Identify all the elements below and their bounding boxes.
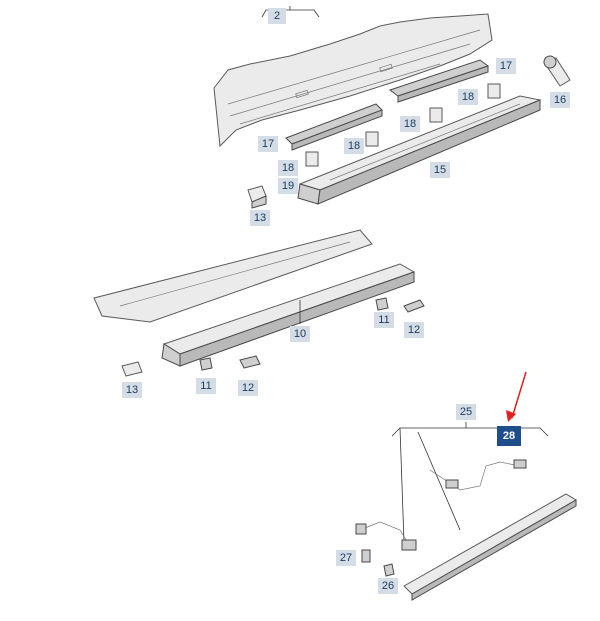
svg-text:18: 18 — [282, 162, 294, 174]
svg-text:28: 28 — [503, 430, 515, 442]
svg-text:25: 25 — [460, 406, 472, 418]
callout-28: 28 — [497, 426, 521, 446]
svg-text:10: 10 — [294, 328, 306, 340]
svg-text:18: 18 — [462, 91, 474, 103]
svg-text:18: 18 — [348, 140, 360, 152]
grommet-11-a — [375, 297, 389, 311]
callout-26: 26 — [378, 578, 398, 594]
svg-text:26: 26 — [382, 580, 394, 592]
svg-text:15: 15 — [434, 164, 446, 176]
screw-12-a — [403, 299, 425, 313]
svg-text:17: 17 — [262, 138, 274, 150]
callout-18-d: 18 — [278, 160, 298, 176]
svg-text:11: 11 — [378, 314, 389, 326]
pointer-arrow — [506, 371, 527, 422]
harness-27-assembly — [355, 521, 417, 563]
callout-13-lower: 13 — [122, 382, 142, 398]
callout-18-a: 18 — [458, 89, 478, 105]
callout-27: 27 — [336, 550, 356, 566]
callout-13-upper: 13 — [250, 210, 270, 226]
callout-10: 10 — [290, 326, 310, 342]
rear-shelf-panel — [213, 13, 493, 148]
callout-18-c: 18 — [344, 138, 364, 154]
callout-12-b: 12 — [238, 380, 258, 396]
svg-text:11: 11 — [200, 380, 211, 392]
callout-16: 16 — [550, 92, 570, 108]
svg-text:13: 13 — [254, 212, 266, 224]
seal-strip-17-lower — [285, 103, 383, 151]
connector-13-lower — [121, 361, 143, 377]
callout-15: 15 — [430, 162, 450, 178]
svg-text:18: 18 — [404, 118, 416, 130]
mounting-bracket-middle — [93, 229, 373, 323]
grommet-26 — [383, 563, 395, 577]
seal-strip-17-upper — [388, 59, 490, 103]
bulb-16 — [543, 55, 571, 87]
callout-11-b: 11 — [196, 378, 216, 394]
grommet-11-b — [199, 357, 213, 371]
callout-12-a: 12 — [404, 322, 424, 338]
svg-text:12: 12 — [242, 382, 254, 394]
svg-text:13: 13 — [126, 384, 138, 396]
callout-17-upper: 17 — [496, 58, 516, 74]
brake-light-10 — [161, 263, 416, 367]
brake-light-housing-bottom — [403, 493, 577, 601]
screw-12-b — [239, 355, 261, 369]
svg-text:19: 19 — [282, 180, 294, 192]
wiring-harness — [429, 459, 527, 491]
svg-text:2: 2 — [274, 10, 280, 22]
svg-text:16: 16 — [554, 94, 566, 106]
svg-text:12: 12 — [408, 324, 420, 336]
callout-2: 2 — [268, 8, 286, 24]
callout-17-lower: 17 — [258, 136, 278, 152]
callout-25: 25 — [456, 404, 476, 420]
svg-text:17: 17 — [500, 60, 512, 72]
callout-18-b: 18 — [400, 116, 420, 132]
callout-19: 19 — [278, 178, 298, 194]
callout-11-a: 11 — [374, 312, 394, 328]
bracket-25 — [391, 422, 549, 543]
connector-13-upper — [247, 185, 267, 209]
bracket-2 — [261, 6, 320, 18]
brake-light-housing-15 — [297, 83, 542, 205]
svg-text:27: 27 — [340, 552, 352, 564]
